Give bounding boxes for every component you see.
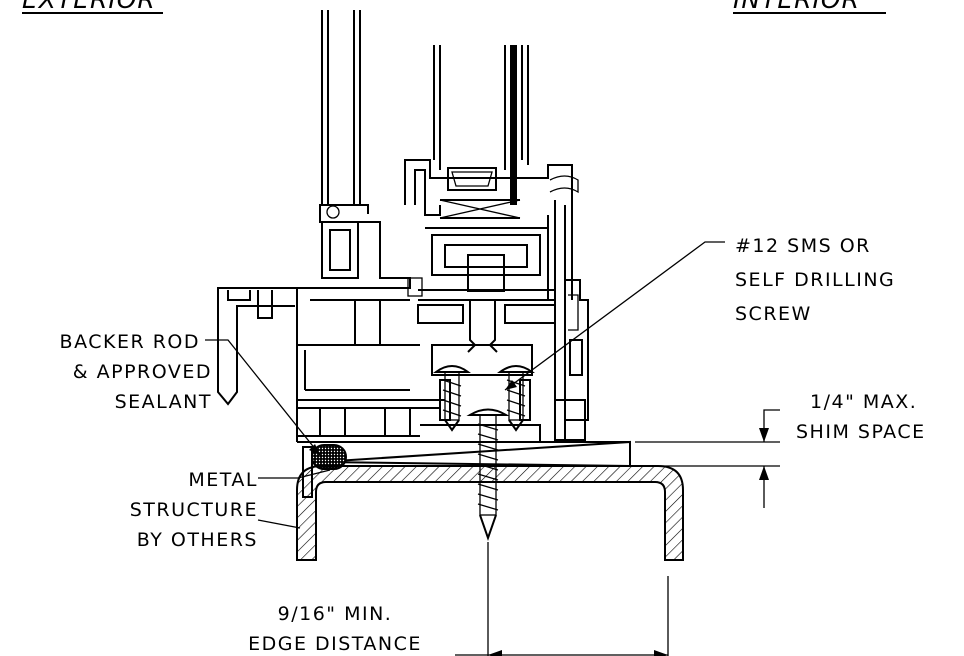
structure-callout-line-3: BY OTHERS: [137, 529, 258, 551]
shim-callout-line-2: SHIM SPACE: [796, 421, 926, 443]
interior-insulated-glass: [433, 45, 529, 205]
sealant-leader: [205, 339, 321, 456]
sash-screw-left: [432, 365, 472, 432]
metal-structure: [296, 465, 684, 561]
shim-callout: 1/4" MAX. SHIM SPACE: [796, 391, 926, 443]
exterior-label: EXTERIOR: [22, 0, 163, 14]
screw-callout-line-3: SCREW: [735, 303, 812, 325]
shim: [319, 440, 631, 468]
exterior-label-text: EXTERIOR: [22, 0, 156, 14]
shim-callout-line-1: 1/4" MAX.: [810, 391, 917, 413]
structure-callout-line-2: STRUCTURE: [130, 499, 258, 521]
interior-label-text: INTERIOR: [733, 0, 860, 14]
edge-callout-line-1: 9/16" MIN.: [278, 603, 393, 625]
screw-callout: #12 SMS OR SELF DRILLING SCREW: [735, 235, 895, 325]
structure-leader: [257, 469, 331, 529]
screw-callout-line-2: SELF DRILLING: [735, 269, 895, 291]
screw-leader: [504, 241, 725, 391]
structure-callout-line-1: METAL: [188, 469, 258, 491]
screw-callout-line-1: #12 SMS OR: [735, 235, 871, 257]
interior-label: INTERIOR: [733, 0, 886, 14]
sealant-callout-line-1: BACKER ROD: [60, 331, 200, 353]
sealant-callout-line-2: & APPROVED: [73, 361, 212, 383]
edge-callout-line-2: EDGE DISTANCE: [248, 633, 422, 655]
sealant-callout-line-3: SEALANT: [115, 391, 212, 413]
structure-callout: METAL STRUCTURE BY OTHERS: [130, 469, 258, 551]
exterior-glass-pane: [321, 10, 361, 205]
edge-callout: 9/16" MIN. EDGE DISTANCE: [248, 603, 422, 655]
sealant-callout: BACKER ROD & APPROVED SEALANT: [60, 331, 212, 413]
shim-space-dimension: [635, 409, 780, 508]
edge-distance-dimension: [455, 542, 669, 656]
window-frame-extrusion: [217, 159, 630, 498]
sash-screw-right: [496, 365, 536, 432]
